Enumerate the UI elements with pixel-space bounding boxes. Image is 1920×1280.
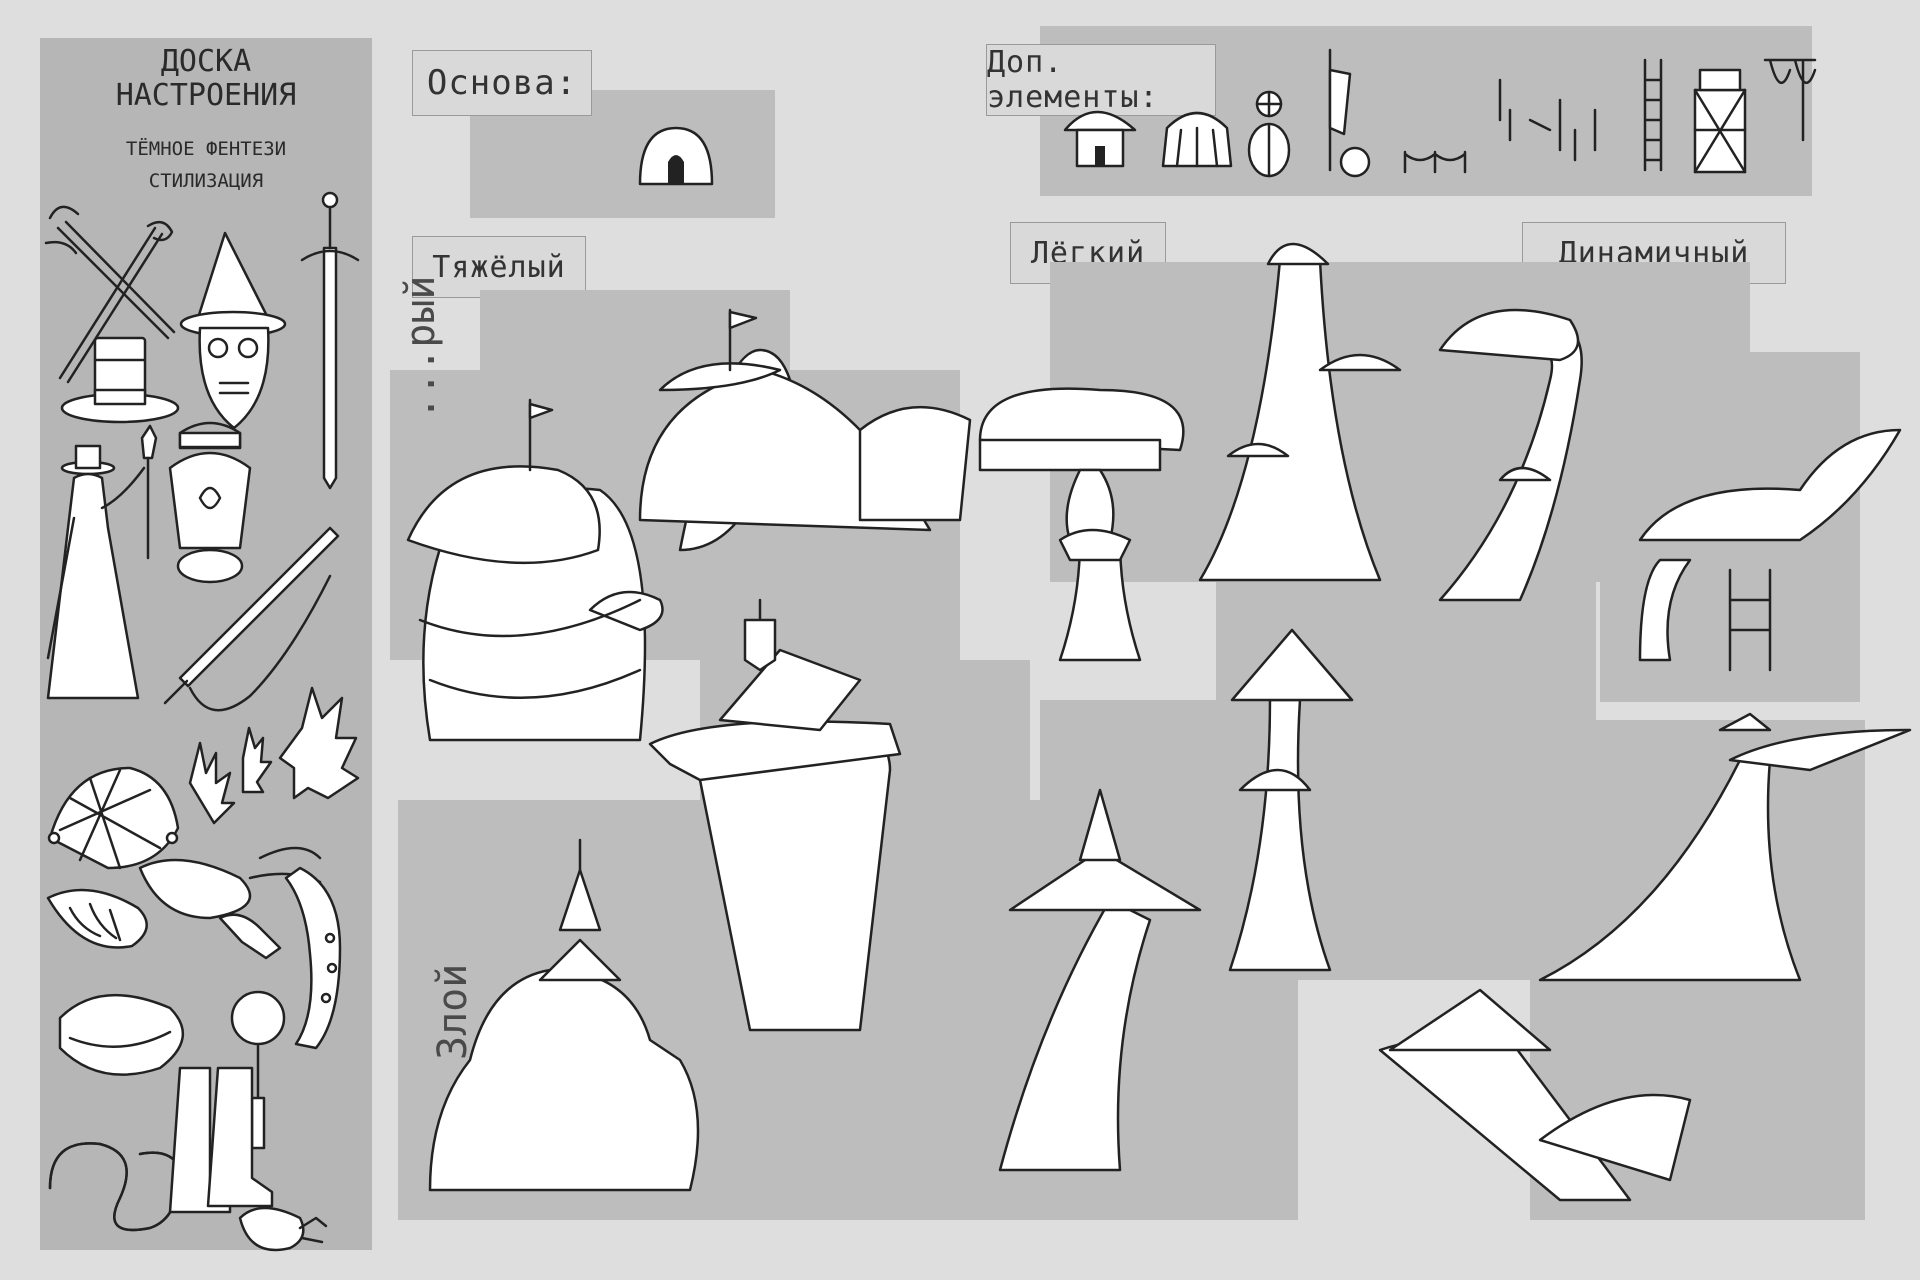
moodboard-subtitle-line2: СТИЛИЗАЦИЯ <box>148 170 264 192</box>
dynamic-ramp-building <box>1378 988 1692 1202</box>
tentacle-icon <box>284 866 342 1050</box>
dynamic-slanted-building <box>1538 712 1912 982</box>
moodboard-illustrations <box>44 191 360 1252</box>
moodboard-panel: ДОСКА НАСТРОЕНИЯ ТЁМНОЕ ФЕНТЕЗИ СТИЛИЗАЦ… <box>40 38 372 1252</box>
net-icon <box>47 766 180 870</box>
extras-label: Доп. элементы: <box>986 44 1216 116</box>
moodboard-title-line1: ДОСКА <box>160 44 252 79</box>
window-icon <box>1247 90 1291 178</box>
scaffold-icon <box>1693 68 1747 174</box>
rope-icon <box>1763 58 1817 142</box>
dynamic-tentacle-building <box>1638 428 1902 672</box>
wizard-icon <box>179 231 287 430</box>
flute-icon <box>163 526 340 712</box>
flag-icon <box>1328 48 1371 178</box>
base-label: Основа: <box>412 50 592 116</box>
sword-icon <box>300 191 360 490</box>
boots-icon <box>168 1066 274 1214</box>
evil-tower-building <box>648 598 902 1032</box>
mushroom-hut-icon <box>1063 110 1137 168</box>
dynamic-curvy-building <box>1438 308 1583 602</box>
ladder-icon <box>1643 58 1663 172</box>
evil-tent-tower-building <box>998 788 1202 1172</box>
evil-base-building <box>428 838 700 1192</box>
hermit-crab-icon <box>238 1206 328 1252</box>
moodboard-subtitle-line1: ТЁМНОЕ ФЕНТЕЗИ <box>125 138 287 160</box>
light-zeppelin-building <box>978 387 1185 662</box>
leaf-icon <box>188 686 360 884</box>
lantern-icon <box>168 421 252 584</box>
magnifier-icon <box>230 990 286 1150</box>
tent-icon <box>1161 111 1233 168</box>
chain-icon <box>1498 78 1597 162</box>
feather-icon <box>138 858 282 960</box>
shell-icon <box>46 888 148 949</box>
swords-icon <box>44 205 176 384</box>
heavy-top-building <box>638 308 972 532</box>
extras-elements <box>1063 48 1817 178</box>
light-kite-tower-building <box>1228 628 1354 972</box>
plague-doctor-icon <box>46 424 158 700</box>
base-dome-icon <box>638 126 714 186</box>
light-tall-tower-building <box>1198 242 1402 582</box>
fence-icon <box>1403 150 1467 174</box>
moodboard-title-line2: НАСТРОЕНИЯ <box>115 78 297 113</box>
heavy-label: Тяжёлый <box>412 236 586 298</box>
oyster-icon <box>58 993 185 1076</box>
top-hat-icon <box>60 336 180 424</box>
